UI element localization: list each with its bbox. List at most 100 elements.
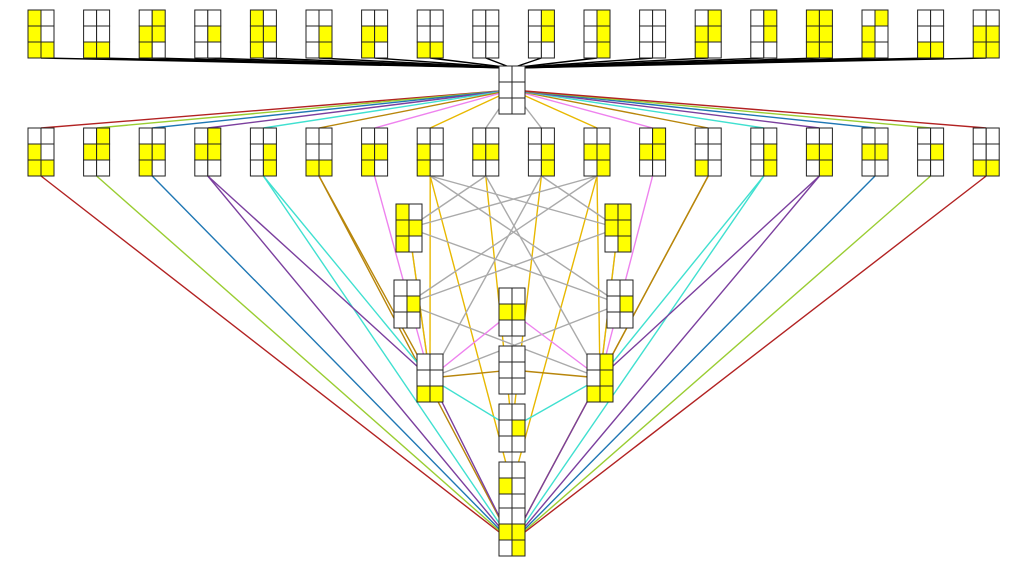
node-cell-mr (985, 25, 1000, 43)
inner-right-low-node (586, 353, 614, 403)
node-cell-br (707, 159, 722, 177)
edge-middle-16-bottom (511, 175, 876, 543)
edge-root-middle-8 (429, 89, 513, 129)
node-cell-mr (318, 143, 333, 161)
node-cell-mr (540, 143, 555, 161)
node-cell-br (818, 41, 833, 59)
node-cell-br (406, 311, 421, 329)
node-cell-tl (472, 9, 487, 27)
edge-ll-c3 (429, 377, 513, 429)
edge-root-middle-12 (511, 89, 653, 129)
edge-root-middle-1 (40, 89, 513, 129)
node-cell-ml (750, 143, 765, 161)
node-cell-tl (194, 127, 209, 145)
node-cell-tr (874, 127, 889, 145)
node-cell-mr (985, 143, 1000, 161)
node-cell-tl (861, 9, 876, 27)
edge-root-middle-3 (152, 89, 513, 129)
node-cell-ml (527, 143, 542, 161)
node-cell-tl (498, 461, 513, 479)
top-node-4 (194, 9, 222, 59)
node-cell-ml (694, 25, 709, 43)
node-cell-bl (498, 377, 513, 395)
node-cell-bl (639, 41, 654, 59)
node-cell-bl (498, 319, 513, 337)
node-cell-bl (583, 41, 598, 59)
node-cell-br (151, 159, 166, 177)
node-cell-bl (694, 41, 709, 59)
top-node-13 (694, 9, 722, 59)
edge-top-8-root (430, 57, 513, 69)
node-cell-mr (262, 25, 277, 43)
node-cell-tr (40, 127, 55, 145)
edge-mid4-ll (207, 175, 431, 379)
node-cell-bl (361, 41, 376, 59)
node-cell-ml (861, 143, 876, 161)
node-cell-br (511, 377, 526, 395)
inner-center-node-1 (498, 287, 526, 337)
node-cell-mr (511, 419, 526, 437)
node-cell-bl (498, 539, 513, 557)
top-node-16 (861, 9, 889, 59)
bottom-node (498, 507, 526, 557)
middle-node-12 (639, 127, 667, 177)
node-cell-mr (429, 143, 444, 161)
node-cell-br (511, 539, 526, 557)
node-cell-tr (707, 9, 722, 27)
node-cell-tr (818, 127, 833, 145)
node-cell-mr (540, 25, 555, 43)
node-cell-bl (606, 311, 621, 329)
edge-middle-18-bottom (511, 175, 987, 543)
node-cell-ml (498, 303, 513, 321)
node-cell-tl (416, 127, 431, 145)
node-cell-mr (511, 81, 526, 99)
node-cell-br (540, 159, 555, 177)
node-cell-bl (861, 41, 876, 59)
node-cell-tr (374, 127, 389, 145)
node-cell-bl (395, 235, 410, 253)
node-cell-ml (861, 25, 876, 43)
node-cell-ml (249, 25, 264, 43)
node-cell-tr (408, 203, 423, 221)
node-cell-mr (429, 25, 444, 43)
top-node-7 (361, 9, 389, 59)
node-cell-bl (604, 235, 619, 253)
node-cell-mr (818, 143, 833, 161)
node-cell-tl (606, 279, 621, 297)
node-cell-ml (750, 25, 765, 43)
node-cell-br (763, 41, 778, 59)
node-cell-bl (917, 41, 932, 59)
node-cell-tr (763, 9, 778, 27)
edge-ll-bottom (429, 377, 513, 543)
top-node-9 (472, 9, 500, 59)
node-cell-bl (305, 41, 320, 59)
node-cell-tr (511, 461, 526, 479)
node-cell-mr (374, 25, 389, 43)
node-cell-mr (511, 303, 526, 321)
node-cell-mr (617, 219, 632, 237)
edge-inner-grey-3 (430, 175, 619, 229)
node-cell-ml (361, 143, 376, 161)
node-cell-br (96, 41, 111, 59)
node-cell-mr (40, 143, 55, 161)
node-cell-bl (194, 41, 209, 59)
node-cell-tr (318, 9, 333, 27)
node-cell-tr (652, 9, 667, 27)
node-cell-tl (694, 9, 709, 27)
node-cell-br (408, 235, 423, 253)
edge-root-middle-17 (511, 89, 931, 129)
edge-mid6-ll (318, 175, 431, 379)
node-cell-br (619, 311, 634, 329)
node-cell-ml (393, 295, 408, 313)
middle-node-4 (194, 127, 222, 177)
node-cell-bl (472, 41, 487, 59)
inner-left-mid-node (393, 279, 421, 329)
middle-node-10 (527, 127, 555, 177)
node-cell-mr (485, 25, 500, 43)
node-cell-tr (429, 9, 444, 27)
top-node-2 (83, 9, 111, 59)
node-cell-bl (586, 385, 601, 403)
node-cell-mr (151, 143, 166, 161)
node-cell-bl (527, 159, 542, 177)
node-cell-tr (406, 279, 421, 297)
